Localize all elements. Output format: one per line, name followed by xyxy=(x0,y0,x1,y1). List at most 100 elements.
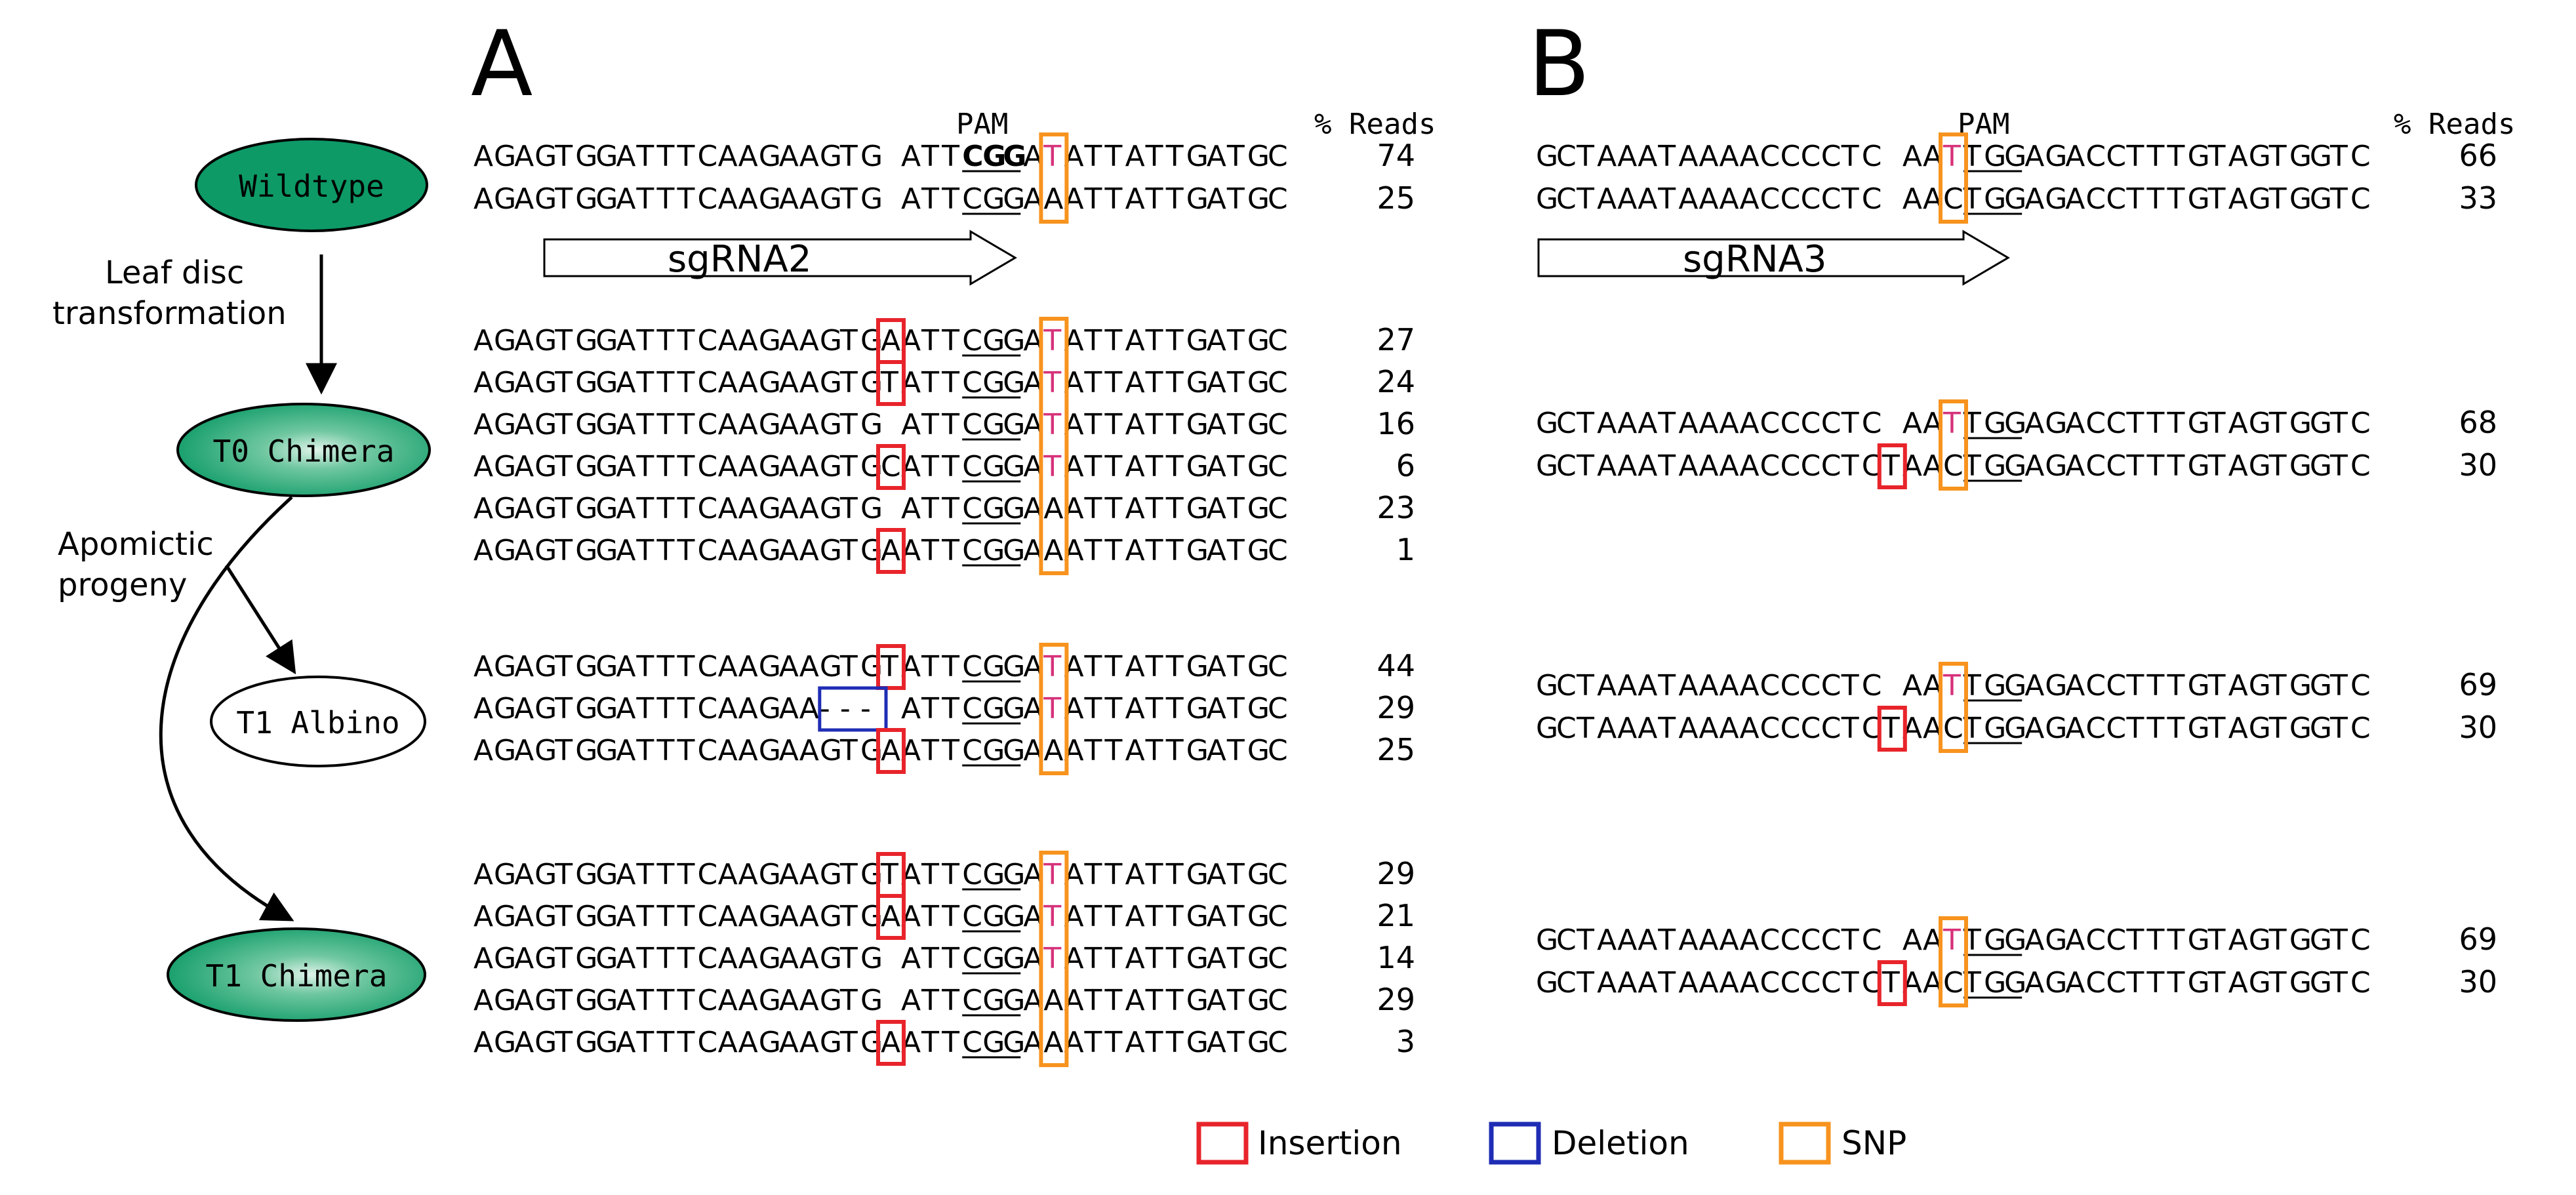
b-t0-chimera-row-2-insertion-box xyxy=(1877,443,1907,489)
panel-a-pam-label: PAM xyxy=(956,108,1008,141)
apomictic-label-line2: progeny xyxy=(58,567,187,603)
a-wildtype-row-2-percent: 25 xyxy=(1377,180,1415,216)
lineage-diagram: Wildtype T0 Chimera T1 Albino T1 Chimera… xyxy=(52,138,431,1022)
a-t0-chimera-snp-box xyxy=(1039,317,1069,575)
b-wildtype-row-1-percent: 66 xyxy=(2459,138,2497,173)
a-t1-albino-row-3-percent: 25 xyxy=(1377,732,1415,767)
a-t0-chimera-row-3-percent: 16 xyxy=(1377,406,1415,441)
a-t1-albino-row-1-insertion-box xyxy=(876,644,906,690)
a-t0-chimera-row-3-sequence: AGAGTGGATTTCAAGAAGTG ATTCGGATATTATTGATGC xyxy=(473,408,1288,441)
a-t1-chimera-row-2-sequence: AGAGTGGATTTCAAGAAGTGAATTCGGATATTATTGATGC xyxy=(473,900,1288,933)
panel-b-sequences: GCTAAATAAAACCCCTC AATTGGAGACCTTTGTAGTGGT… xyxy=(1536,132,2497,1007)
b-wildtype-row-2-percent: 33 xyxy=(2459,180,2497,216)
albino-arrow xyxy=(224,564,296,675)
panel-b-letter: B xyxy=(1528,11,1590,117)
t1-chimera-label: T1 Chimera xyxy=(206,958,388,994)
a-t1-chimera-row-3-percent: 14 xyxy=(1377,940,1415,975)
t0-chimera-label: T0 Chimera xyxy=(213,434,395,469)
a-t0-chimera-row-6-sequence: AGAGTGGATTTCAAGAAGTGAATTCGGAAATTATTGATGC xyxy=(473,534,1288,567)
a-t0-chimera-row-2-sequence: AGAGTGGATTTCAAGAAGTGTATTCGGATATTATTGATGC xyxy=(473,366,1288,399)
panel-a-sequences: AGAGTGGATTTCAAGAAGTG ATTCGGATATTATTGATGC… xyxy=(473,132,1415,1067)
b-wildtype-row-2-sequence: GCTAAATAAAACCCCTC AACTGGAGACCTTTGTAGTGGT… xyxy=(1536,182,2371,216)
b-t1-albino-snp-box xyxy=(1939,662,1968,753)
a-t1-chimera-snp-box xyxy=(1039,851,1069,1067)
panel-a: A PAM % Reads sgRNA2 AGAGTGGATTTCAAGAAGT… xyxy=(471,11,1436,1067)
b-t1-chimera-row-2-insertion-box xyxy=(1877,960,1907,1006)
a-t0-chimera-row-1-sequence: AGAGTGGATTTCAAGAAGTGAATTCGGATATTATTGATGC xyxy=(473,324,1288,357)
b-t1-chimera-row-2-percent: 30 xyxy=(2459,964,2497,1000)
b-t0-chimera-snp-box xyxy=(1939,399,1968,491)
sgrna3-label: sgRNA3 xyxy=(1683,238,1826,281)
b-t0-chimera-row-2-sequence: GCTAAATAAAACCCCTCTAACTGGAGACCTTTGTAGTGGT… xyxy=(1536,449,2371,483)
a-t0-chimera-row-5-percent: 23 xyxy=(1377,490,1415,525)
legend-snp-swatch xyxy=(1779,1122,1831,1165)
a-t1-chimera-row-4-sequence: AGAGTGGATTTCAAGAAGTG ATTCGGAAATTATTGATGC xyxy=(473,984,1288,1017)
b-wildtype-row-1-sequence: GCTAAATAAAACCCCTC AATTGGAGACCTTTGTAGTGGT… xyxy=(1536,140,2371,173)
a-t1-albino-row-1-percent: 44 xyxy=(1377,648,1415,683)
apomictic-label-line1: Apomictic xyxy=(58,526,214,563)
b-t1-chimera-snp-box xyxy=(1939,916,1968,1007)
leaf-disc-label-line2: transformation xyxy=(52,295,287,332)
a-t1-chimera-row-2-insertion-box xyxy=(876,894,906,940)
a-t0-chimera-row-2-percent: 24 xyxy=(1377,364,1415,399)
a-t0-chimera-row-6-insertion-box xyxy=(876,528,906,574)
a-t1-albino-row-3-insertion-box xyxy=(876,728,906,774)
leaf-disc-label-line1: Leaf disc xyxy=(105,254,244,291)
a-t1-chimera-row-1-percent: 29 xyxy=(1377,856,1415,891)
sgrna3-arrow xyxy=(1537,230,2010,286)
b-t0-chimera-row-2-percent: 30 xyxy=(2459,447,2497,483)
legend-deletion-label: Deletion xyxy=(1552,1124,1689,1162)
a-t1-chimera-row-3-sequence: AGAGTGGATTTCAAGAAGTG ATTCGGATATTATTGATGC xyxy=(473,942,1288,975)
a-t0-chimera-row-6-percent: 1 xyxy=(1396,532,1415,567)
a-wildtype-snp-box xyxy=(1039,132,1069,224)
a-wildtype-row-1-sequence: AGAGTGGATTTCAAGAAGTG ATTCGGATATTATTGATGC xyxy=(473,140,1288,173)
b-t1-chimera-row-1-sequence: GCTAAATAAAACCCCTC AATTGGAGACCTTTGTAGTGGT… xyxy=(1536,923,2371,957)
panel-b-reads-header: % Reads xyxy=(2394,108,2515,141)
b-t0-chimera-row-1-percent: 68 xyxy=(2459,405,2497,440)
a-t1-albino-snp-box xyxy=(1039,643,1069,775)
legend-insertion-label: Insertion xyxy=(1258,1124,1402,1162)
a-t1-albino-row-2-deletion-box xyxy=(818,686,888,732)
a-t1-chimera-row-2-percent: 21 xyxy=(1377,898,1415,933)
legend-snp-label: SNP xyxy=(1841,1124,1906,1162)
a-wildtype-row-2-sequence: AGAGTGGATTTCAAGAAGTG ATTCGGAAATTATTGATGC xyxy=(473,182,1288,216)
panel-a-letter: A xyxy=(471,11,533,117)
wildtype-label: Wildtype xyxy=(239,169,384,204)
a-t1-chimera-row-1-sequence: AGAGTGGATTTCAAGAAGTGTATTCGGATATTATTGATGC xyxy=(473,858,1288,891)
b-t1-chimera-row-1-percent: 69 xyxy=(2459,922,2497,957)
a-t1-chimera-row-5-percent: 3 xyxy=(1396,1024,1415,1059)
a-t1-chimera-row-5-insertion-box xyxy=(876,1020,906,1066)
sgrna2-arrow xyxy=(543,230,1017,286)
b-t1-albino-row-1-percent: 69 xyxy=(2459,667,2497,702)
b-t1-albino-row-2-insertion-box xyxy=(1877,706,1907,752)
a-t1-chimera-row-5-sequence: AGAGTGGATTTCAAGAAGTGAATTCGGAAATTATTGATGC xyxy=(473,1026,1288,1059)
a-t1-albino-row-1-sequence: AGAGTGGATTTCAAGAAGTGTATTCGGATATTATTGATGC xyxy=(473,650,1288,683)
t1-albino-label: T1 Albino xyxy=(236,705,399,740)
b-t1-albino-row-2-percent: 30 xyxy=(2459,710,2497,745)
b-t1-albino-row-2-sequence: GCTAAATAAAACCCCTCTAACTGGAGACCTTTGTAGTGGT… xyxy=(1536,712,2371,745)
a-t0-chimera-row-2-insertion-box xyxy=(876,360,906,406)
a-t1-albino-row-2-percent: 29 xyxy=(1377,690,1415,725)
a-t0-chimera-row-1-percent: 27 xyxy=(1377,322,1415,357)
a-t0-chimera-row-4-percent: 6 xyxy=(1396,448,1415,483)
legend: Insertion Deletion SNP xyxy=(1196,1122,1906,1165)
b-t0-chimera-row-1-sequence: GCTAAATAAAACCCCTC AATTGGAGACCTTTGTAGTGGT… xyxy=(1536,407,2371,440)
a-wildtype-row-1-percent: 74 xyxy=(1377,138,1415,173)
a-t0-chimera-row-4-sequence: AGAGTGGATTTCAAGAAGTGCATTCGGATATTATTGATGC xyxy=(473,450,1288,483)
a-t1-albino-row-2-sequence: AGAGTGGATTTCAAGAA--- ATTCGGATATTATTGATGC xyxy=(473,692,1288,725)
t1-chimera-node xyxy=(167,927,426,1022)
a-t0-chimera-row-5-sequence: AGAGTGGATTTCAAGAAGTG ATTCGGAAATTATTGATGC xyxy=(473,492,1288,525)
b-t1-chimera-row-2-sequence: GCTAAATAAAACCCCTCTAACTGGAGACCTTTGTAGTGGT… xyxy=(1536,966,2371,1000)
wildtype-node xyxy=(195,138,428,232)
a-t1-albino-row-3-sequence: AGAGTGGATTTCAAGAAGTGAATTCGGAAATTATTGATGC xyxy=(473,734,1288,767)
legend-insertion-swatch xyxy=(1196,1122,1249,1165)
b-t1-albino-row-1-sequence: GCTAAATAAAACCCCTC AATTGGAGACCTTTGTAGTGGT… xyxy=(1536,669,2371,702)
chimera-arrow xyxy=(159,496,294,922)
t1-albino-node xyxy=(210,676,426,767)
a-t1-chimera-row-4-percent: 29 xyxy=(1377,982,1415,1017)
a-t0-chimera-row-4-insertion-box xyxy=(876,444,906,490)
t0-chimera-node xyxy=(176,403,431,497)
b-wildtype-snp-box xyxy=(1939,132,1968,224)
panel-a-reads-header: % Reads xyxy=(1314,108,1436,141)
